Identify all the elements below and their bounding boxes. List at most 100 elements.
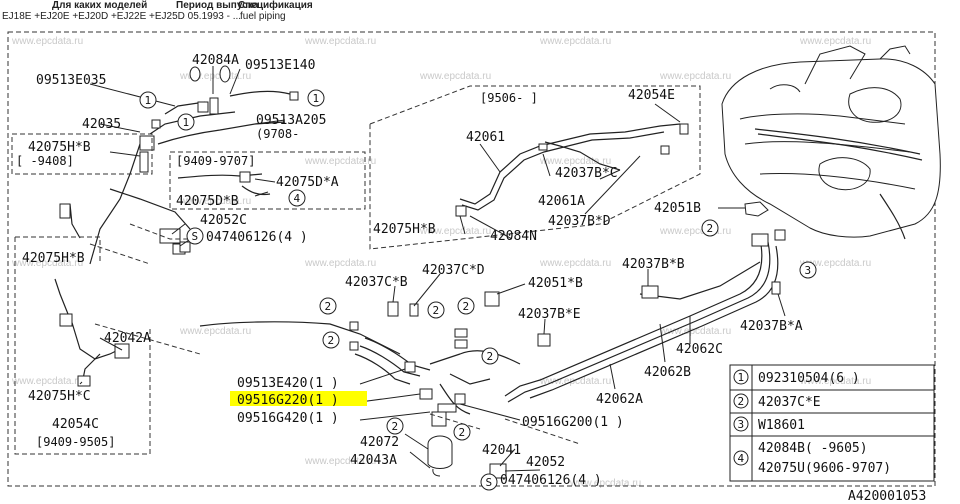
part-label[interactable]: 42075D*A xyxy=(276,175,339,190)
callout-number: 2 xyxy=(463,300,470,313)
part-label[interactable]: 09513A205 xyxy=(256,113,326,128)
watermark: www.epcdata.ru xyxy=(659,326,731,337)
callout-number: 2 xyxy=(325,300,332,313)
watermark: www.epcdata.ru xyxy=(304,36,376,47)
watermark: www.epcdata.ru xyxy=(659,226,731,237)
watermark: www.epcdata.ru xyxy=(11,36,83,47)
legend-text[interactable]: 42037C*E xyxy=(758,395,821,410)
callout-marker xyxy=(319,297,337,315)
watermark: www.epcdata.ru xyxy=(799,258,871,269)
callout-marker xyxy=(453,423,471,441)
callout-marker xyxy=(322,331,340,349)
part-label[interactable]: 42037B*B xyxy=(622,257,685,272)
diagram-border xyxy=(7,31,936,487)
parts-header: Для каких моделей Период выпуска Специфи… xyxy=(0,0,960,24)
callout-number: 2 xyxy=(433,304,440,317)
callout-marker xyxy=(288,189,306,207)
callout-number: 1 xyxy=(183,116,190,129)
part-label[interactable]: 42075H*C xyxy=(28,389,91,404)
part-label[interactable]: 42037B*A xyxy=(740,319,803,334)
part-label[interactable]: 42037B*D xyxy=(548,214,611,229)
part-label[interactable]: 42037C*B xyxy=(345,275,408,290)
watermark: www.epcdata.ru xyxy=(179,196,251,207)
part-label-highlighted[interactable]: 09516G220(1 ) xyxy=(237,393,339,408)
date-range: [ -9408] xyxy=(16,154,74,168)
part-label[interactable]: 09516G200(1 ) xyxy=(522,415,624,430)
part-label: (9708- xyxy=(256,127,299,141)
callout-marker xyxy=(799,261,817,279)
watermark: www.epcdata.ru xyxy=(539,36,611,47)
legend-text[interactable]: 42084B( -9605) xyxy=(758,441,868,456)
part-label[interactable]: 42054C xyxy=(52,417,99,432)
part-label[interactable]: 42075H*B xyxy=(373,222,436,237)
part-label[interactable]: 09513E420(1 ) xyxy=(237,376,339,391)
legend-text[interactable]: W18601 xyxy=(758,418,805,433)
part-label[interactable]: 42084A xyxy=(192,53,239,68)
watermark: www.epcdata.ru xyxy=(304,456,376,467)
highlight-marker xyxy=(230,391,367,406)
callout-marker xyxy=(427,301,445,319)
part-label[interactable]: 42075H*B xyxy=(28,140,91,155)
date-range: [9409-9707] xyxy=(176,154,255,168)
part-label[interactable]: 42043A xyxy=(350,453,397,468)
watermark: www.epcdata.ru xyxy=(304,156,376,167)
legend-number: 4 xyxy=(738,452,745,465)
callout-number: 1 xyxy=(313,92,320,105)
part-label[interactable]: 42037B*C xyxy=(555,166,618,181)
leader-lines xyxy=(79,66,786,472)
part-label[interactable]: 42035 xyxy=(82,117,121,132)
part-label[interactable]: 09513E140 xyxy=(245,58,315,73)
part-label[interactable]: 42072 xyxy=(360,435,399,450)
part-label[interactable]: 42052C xyxy=(200,213,247,228)
part-label[interactable]: 42037C*D xyxy=(422,263,485,278)
watermark: www.epcdata.ru xyxy=(569,478,641,489)
callout-number: S xyxy=(192,230,199,243)
part-label[interactable]: 047406126(4 ) xyxy=(500,473,602,488)
callout-marker xyxy=(386,417,404,435)
part-label[interactable]: 42062C xyxy=(676,342,723,357)
part-label[interactable]: 42061A xyxy=(538,194,585,209)
part-label[interactable]: 42037B*E xyxy=(518,307,581,322)
callout-marker xyxy=(481,347,499,365)
part-label[interactable]: 42051B xyxy=(654,201,701,216)
callout-number: S xyxy=(486,476,493,489)
part-label[interactable]: 42075H*B xyxy=(22,251,85,266)
watermark: www.epcdata.ru xyxy=(539,258,611,269)
part-label[interactable]: 09513E035 xyxy=(36,73,106,88)
part-label[interactable]: 047406126(4 ) xyxy=(206,230,308,245)
callout-number: 2 xyxy=(707,222,714,235)
part-label[interactable]: 42052 xyxy=(526,455,565,470)
part-label[interactable]: 42075D*B xyxy=(176,194,239,209)
callout-marker xyxy=(480,473,498,491)
callout-marker xyxy=(177,113,195,131)
date-range: [9409-9505] xyxy=(36,435,115,449)
part-label[interactable]: 42042A xyxy=(104,331,151,346)
date-brackets xyxy=(11,85,701,455)
watermark: www.epcdata.ru xyxy=(11,376,83,387)
part-label[interactable]: 42051*B xyxy=(528,276,583,291)
callout-number: 2 xyxy=(392,420,399,433)
callout-number: 1 xyxy=(145,94,152,107)
callout-number: 4 xyxy=(294,192,301,205)
part-label[interactable]: 42061 xyxy=(466,130,505,145)
period-column-title: Период выпуска xyxy=(176,0,259,11)
legend-number: 3 xyxy=(738,418,745,431)
part-label[interactable]: 42062B xyxy=(644,365,691,380)
part-label[interactable]: 09516G420(1 ) xyxy=(237,411,339,426)
legend-text[interactable]: 42075U(9606-9707) xyxy=(758,461,891,476)
callout-number: 3 xyxy=(805,264,812,277)
fuel-piping-diagram: www.epcdata.ru www.epcdata.ru www.epcdat… xyxy=(7,31,941,504)
callout-number: 2 xyxy=(328,334,335,347)
part-label[interactable]: 42062A xyxy=(596,392,643,407)
watermark: www.epcdata.ru xyxy=(179,71,251,82)
part-label[interactable]: 42041 xyxy=(482,443,521,458)
part-label[interactable]: 42054E xyxy=(628,88,675,103)
legend-text[interactable]: 092310504(6 ) xyxy=(758,371,860,386)
watermark: www.epcdata.ru xyxy=(179,326,251,337)
watermark: www.epcdata.ru xyxy=(539,156,611,167)
part-label[interactable]: 42084N xyxy=(490,229,537,244)
watermark: www.epcdata.ru xyxy=(304,258,376,269)
models-column-title: Для каких моделей xyxy=(52,0,148,11)
legend-number: 2 xyxy=(738,395,745,408)
diagram-id: A420001053 xyxy=(848,489,926,504)
